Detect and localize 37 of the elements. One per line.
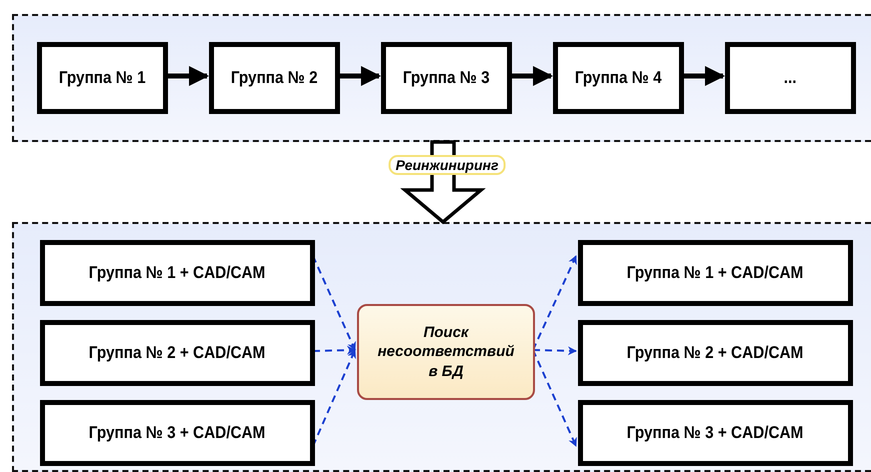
group-box <box>578 320 853 386</box>
group-box <box>40 320 315 386</box>
node-label: Группа № 1 <box>59 68 146 88</box>
node-label: Группа № 3 <box>403 68 490 88</box>
node-label: Группа № 1 + CAD/CAM <box>627 263 804 283</box>
dashed-arrow <box>312 346 356 355</box>
arrow <box>166 66 209 86</box>
dashed-arrow <box>312 349 356 446</box>
node-label: Поиск несоответствий в БД <box>376 322 516 382</box>
dashed-arrow <box>312 256 356 351</box>
group-box <box>40 400 315 466</box>
dashed-arrow <box>532 346 577 356</box>
node-label: Группа № 2 <box>231 68 318 88</box>
group-box <box>553 42 684 114</box>
group-box <box>381 42 512 114</box>
node-label: Группа № 1 + CAD/CAM <box>89 263 266 283</box>
group-box <box>209 42 340 114</box>
dashed-group-panel <box>12 14 871 142</box>
group-box <box>578 400 853 466</box>
dashed-arrow <box>532 255 577 350</box>
node-label: ... <box>784 68 797 88</box>
node-label: Группа № 2 + CAD/CAM <box>89 343 266 363</box>
arrow <box>682 66 725 86</box>
dashed-arrow <box>532 350 577 447</box>
node-label: Группа № 4 <box>575 68 662 88</box>
arrow <box>510 66 553 86</box>
process-box <box>357 304 535 400</box>
group-box <box>578 240 853 306</box>
edge-label: Реинжиниринг <box>388 155 506 175</box>
group-box <box>725 42 856 114</box>
dashed-group-panel <box>12 222 871 472</box>
node-label: Группа № 3 + CAD/CAM <box>89 423 266 443</box>
arrow <box>338 66 381 86</box>
node-label: Группа № 3 + CAD/CAM <box>627 423 804 443</box>
group-box <box>40 240 315 306</box>
node-label: Группа № 2 + CAD/CAM <box>627 343 804 363</box>
group-box <box>37 42 168 114</box>
